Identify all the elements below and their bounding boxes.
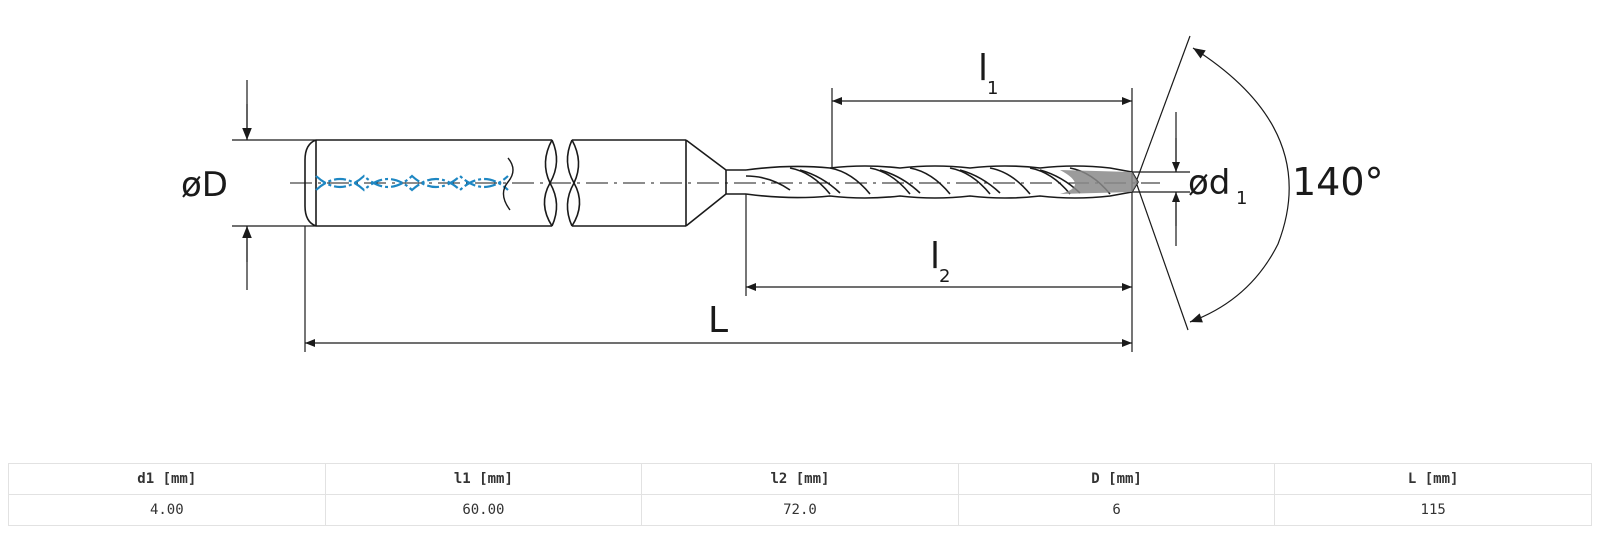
header-l2: l2 [mm]	[641, 463, 959, 495]
label-overall-length: L	[708, 300, 728, 341]
label-l2: l	[930, 236, 940, 277]
table-header-row: d1 [mm] l1 [mm] l2 [mm] D [mm] L [mm]	[8, 463, 1592, 495]
coolant-channels	[315, 174, 509, 192]
cell-L: 115	[1274, 494, 1592, 526]
drill-dimension-diagram: øD l 1 l 2 L ød 1 140°	[181, 35, 1384, 352]
label-l2-subscript: 2	[939, 266, 950, 287]
break-mark	[502, 157, 514, 211]
taper-neck	[685, 139, 746, 227]
table-row: 4.00 60.00 72.0 6 115	[8, 494, 1592, 526]
header-D: D [mm]	[957, 463, 1276, 495]
drill-body	[745, 165, 1139, 199]
cell-l2: 72.0	[641, 494, 959, 526]
label-l1: l	[978, 48, 988, 89]
angle-arc	[1189, 47, 1290, 323]
cell-D: 6	[957, 494, 1276, 526]
header-l1: l1 [mm]	[324, 463, 643, 495]
label-shank-diameter: øD	[181, 165, 228, 205]
header-L: L [mm]	[1274, 463, 1592, 495]
label-tip-diameter: ød	[1188, 163, 1230, 203]
label-point-angle: 140°	[1292, 160, 1384, 204]
spec-table: d1 [mm] l1 [mm] l2 [mm] D [mm] L [mm] 4.…	[8, 463, 1592, 526]
label-tip-diameter-subscript: 1	[1236, 188, 1247, 209]
header-d1: d1 [mm]	[8, 463, 326, 495]
cell-l1: 60.00	[324, 494, 643, 526]
cell-d1: 4.00	[8, 494, 326, 526]
shank-right	[566, 139, 687, 227]
label-l1-subscript: 1	[987, 78, 998, 99]
drill-tip-shade	[1060, 170, 1138, 194]
